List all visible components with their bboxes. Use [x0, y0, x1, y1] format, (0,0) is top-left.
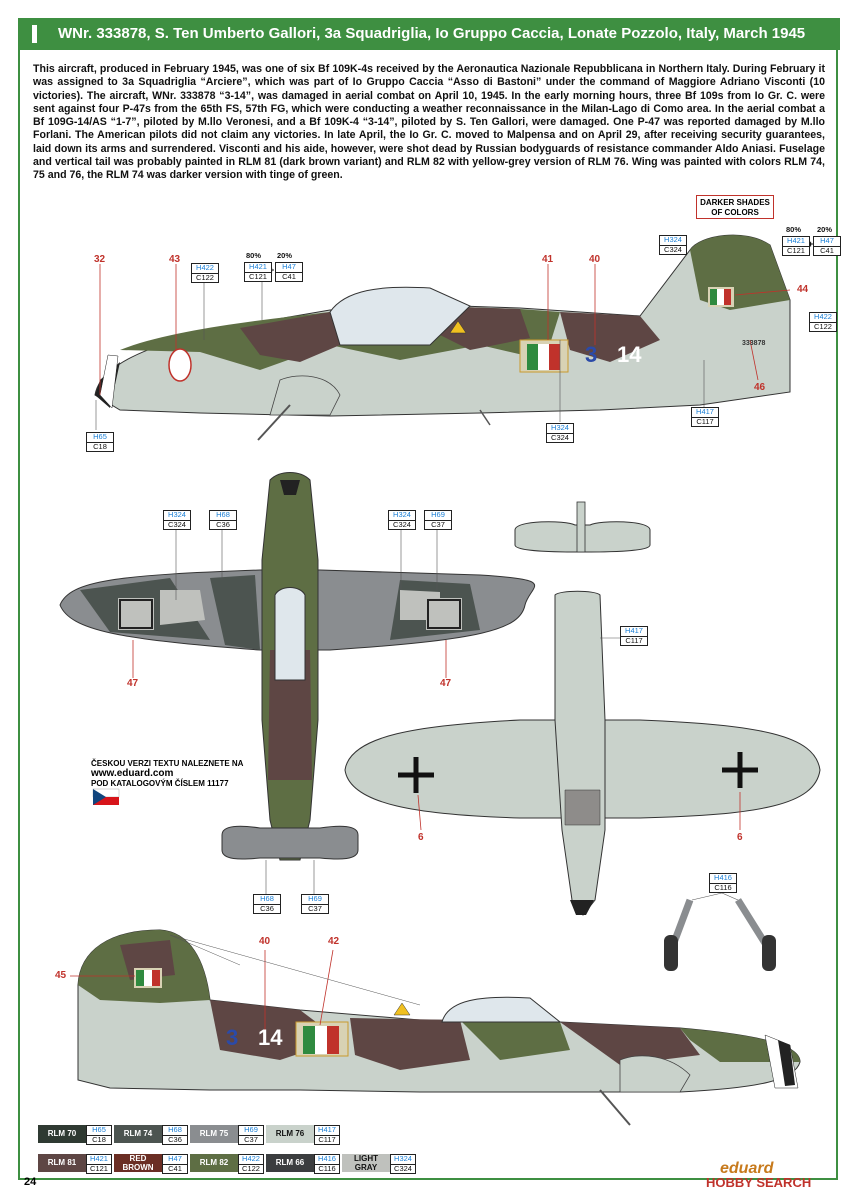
- callout-43: 43: [169, 254, 181, 265]
- blend-percent-80-a: 80%: [246, 251, 262, 260]
- czech-flag-icon: [92, 788, 120, 805]
- callout-40-a: 40: [589, 254, 601, 265]
- legend-swatch-5: RED BROWN: [114, 1154, 162, 1172]
- hobby-search-watermark: HOBBY SEARCH: [706, 1175, 812, 1190]
- legend-swatch-1: RLM 74: [114, 1125, 162, 1143]
- bottom-view: [344, 501, 821, 916]
- page-frame: [18, 50, 838, 1180]
- fuselage-code-3-left: 3: [585, 342, 598, 367]
- page-number: 24: [24, 1176, 37, 1188]
- top-view: [59, 472, 536, 895]
- callout-41: 41: [542, 254, 554, 265]
- eduard-logo: eduard: [720, 1160, 774, 1177]
- page-header: WNr. 333878, S. Ten Umberto Gallori, 3a …: [18, 18, 840, 50]
- callout-32: 32: [94, 254, 106, 265]
- blend-plus-b: +: [808, 239, 814, 249]
- callout-6-b: 6: [737, 832, 743, 843]
- fuselage-code-3-right: 3: [226, 1025, 239, 1050]
- legend-swatch-7: RLM 66: [266, 1154, 314, 1172]
- blend-percent-20-a: 20%: [277, 251, 293, 260]
- legend-swatch-8: LIGHT GRAY: [342, 1154, 390, 1172]
- darker-shades-note: DARKER SHADES OF COLORS: [696, 195, 774, 219]
- blend-percent-20-b: 20%: [817, 225, 833, 234]
- legend-swatch-2: RLM 75: [190, 1125, 238, 1143]
- blend-percent-80-b: 80%: [786, 225, 802, 234]
- czech-line-1: ČESKOU VERZI TEXTU NALEZNETE NA: [91, 759, 244, 768]
- legend-swatch-3: RLM 76: [266, 1125, 314, 1143]
- callout-44: 44: [797, 284, 809, 295]
- eduard-url[interactable]: www.eduard.com: [91, 768, 174, 779]
- left-side-profile: [94, 234, 791, 441]
- callout-42: 42: [328, 936, 340, 947]
- landing-gear: [664, 892, 776, 971]
- callout-45: 45: [55, 970, 67, 981]
- page-title: WNr. 333878, S. Ten Umberto Gallori, 3a …: [58, 25, 806, 42]
- czech-line-3: POD KATALOGOVÝM ČÍSLEM 11177: [91, 779, 229, 788]
- legend-swatch-4: RLM 81: [38, 1154, 86, 1172]
- callout-47-a: 47: [127, 678, 139, 689]
- callout-46: 46: [754, 382, 766, 393]
- callout-47-b: 47: [440, 678, 452, 689]
- legend-swatch-6: RLM 82: [190, 1154, 238, 1172]
- tail-serial: 333878: [742, 340, 766, 347]
- callout-6-a: 6: [418, 832, 424, 843]
- callout-40-b: 40: [259, 936, 271, 947]
- header-accent-bar: [32, 25, 37, 43]
- fuselage-code-14-left: 14: [617, 342, 642, 367]
- czech-version-note: ČESKOU VERZI TEXTU NALEZNETE NA www.edua…: [91, 759, 243, 789]
- fuselage-code-14-right: 14: [258, 1025, 283, 1050]
- legend-swatch-0: RLM 70: [38, 1125, 86, 1143]
- aircraft-description: This aircraft, produced in February 1945…: [33, 63, 825, 182]
- right-side-profile: [70, 929, 801, 1126]
